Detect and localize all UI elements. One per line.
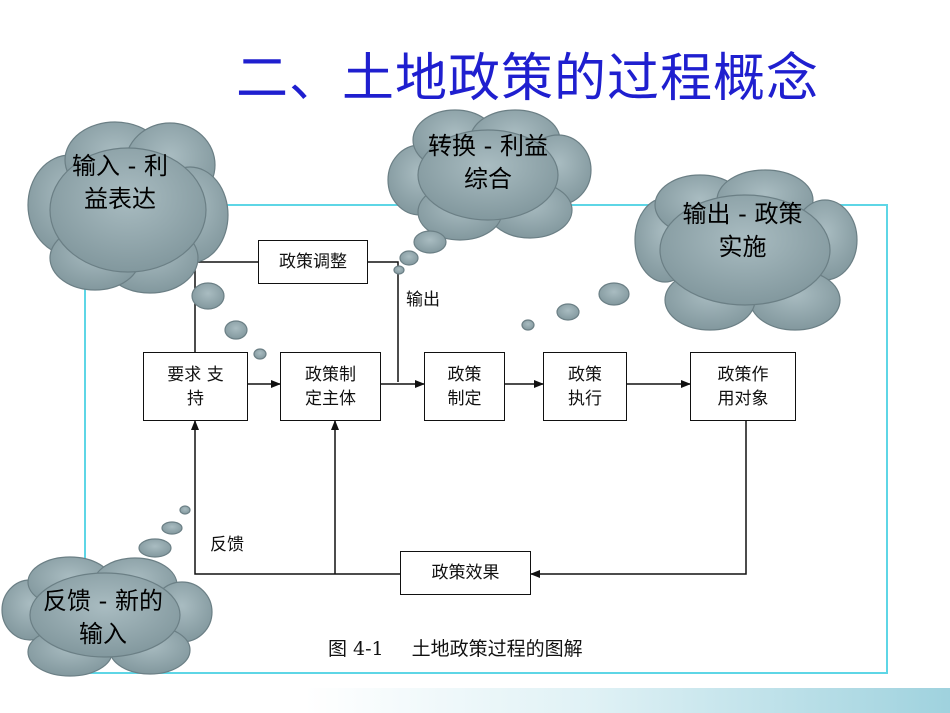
node-policy-making: 政策 制定	[424, 352, 505, 421]
bubble-input-3	[253, 348, 267, 360]
node-policy-effect: 政策效果	[400, 551, 531, 595]
cloud-convert-text: 转换 - 利益综合	[428, 132, 548, 193]
bubble-feedback-1	[138, 538, 172, 558]
bubble-convert-2	[399, 250, 419, 266]
footer-gradient-bar	[305, 688, 950, 713]
node-policy-adjust: 政策调整	[258, 240, 368, 284]
node-demand-support: 要求 支持	[143, 352, 248, 421]
bubble-input-2	[224, 320, 248, 340]
cloud-convert	[387, 109, 592, 241]
bubble-convert-1	[413, 230, 447, 254]
bubble-feedback-3	[179, 505, 191, 515]
bubble-output-1	[598, 282, 630, 306]
node-policy-execute: 政策 执行	[543, 352, 627, 421]
figure-caption: 图 4-1 土地政策过程的图解	[328, 634, 611, 661]
bubble-output-2	[556, 303, 580, 321]
line-effect-left	[191, 420, 400, 575]
cloud-output	[634, 169, 858, 331]
label-output: 输出	[406, 290, 440, 310]
cloud-input	[27, 121, 229, 294]
bubble-convert-3	[393, 265, 405, 275]
bubble-output-3	[521, 319, 535, 331]
arrow-target-effect	[530, 418, 747, 578]
node-policy-target: 政策作 用对象	[690, 352, 796, 421]
slide-title: 二、土地政策的过程概念	[236, 49, 820, 109]
loop-right-down	[368, 261, 399, 382]
node-policy-maker: 政策制 定主体	[280, 352, 381, 421]
bubble-feedback-2	[161, 521, 183, 535]
cloud-feedback-text: 反馈 - 新的输入	[43, 587, 163, 648]
bubble-input-1	[191, 282, 225, 310]
caption-text: 土地政策过程的图解	[411, 638, 583, 660]
caption-number: 图 4-1	[328, 638, 384, 660]
cloud-output-text: 输出 - 政策实施	[682, 200, 803, 261]
label-feedback: 反馈	[210, 535, 244, 555]
cloud-input-text: 输入 - 利益表达	[72, 152, 168, 213]
cloud-feedback	[1, 556, 213, 677]
